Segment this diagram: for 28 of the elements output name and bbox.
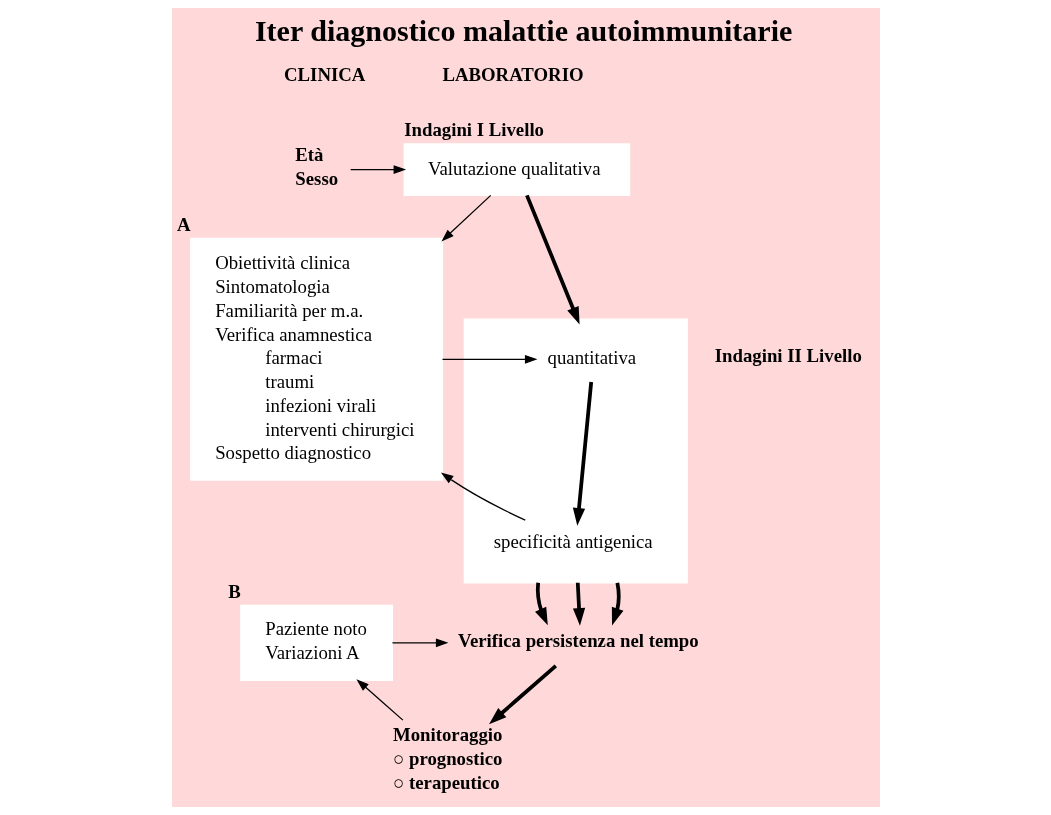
diagram-title: Iter diagnostico malattie autoimmunitarie (254, 13, 792, 47)
node-text: Verifica persistenza nel tempo (457, 629, 699, 651)
node-text: quantitativa (547, 347, 636, 369)
arrow (440, 472, 526, 521)
arrow (440, 194, 491, 242)
arrow (524, 194, 580, 325)
node-label: Indagini II Livello (714, 345, 862, 367)
arrow (488, 664, 557, 725)
arrow (349, 165, 406, 174)
arrow (355, 679, 403, 721)
node-box: Obiettività clinica Sintomatologia Familiarità per m.a. Verifica anamnestica farmaci traumi infezioni virali interventi chirurgici Sospetto diagnostico (189, 237, 443, 481)
label: LABORATORIO (441, 64, 584, 86)
arrow (572, 381, 593, 526)
node-text: Età Sesso (294, 143, 338, 189)
arrow (572, 582, 585, 626)
arrow (611, 582, 623, 626)
node-text: Monitoraggio ○ prognostico ○ terapeutico (392, 724, 502, 793)
arrow (534, 582, 548, 626)
cluster (463, 318, 688, 584)
arrow (391, 638, 448, 648)
node-label: A (176, 213, 191, 235)
node-label: B (227, 580, 241, 602)
node-box: Paziente noto Variazioni A (239, 604, 393, 682)
arrow (441, 354, 537, 364)
node-label: Indagini I Livello (403, 119, 544, 141)
node-box: Valutazione qualitativa (403, 143, 630, 196)
label: CLINICA (283, 64, 365, 86)
node-text: specificità antigenica (493, 530, 653, 552)
